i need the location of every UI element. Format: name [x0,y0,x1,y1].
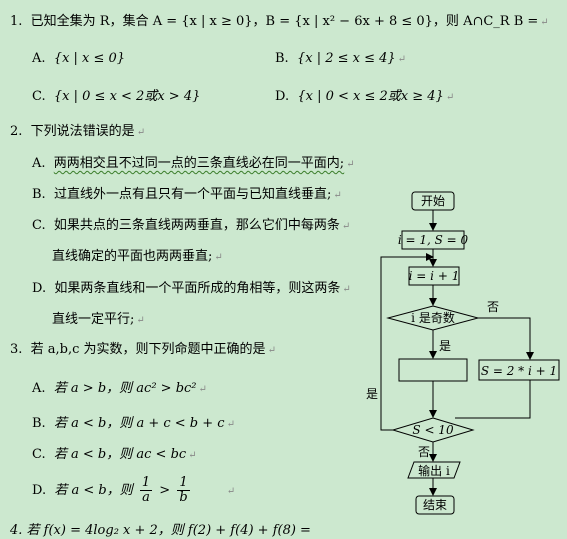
q1-option-a: A. {x | x ≤ 0} [32,51,126,66]
q2-option-c-line2: 直线确定的平面也两两垂直;↵ [52,249,223,264]
q1-stem: 1. 已知全集为 R，集合 A = {x | x ≥ 0}，B = {x | x… [10,14,549,29]
flowchart-init-label: i = 1, S = 0 [398,233,469,247]
q3-option-c: C. 若 a < b，则 ac < bc↵ [32,447,197,462]
q1-option-b: B. {x | 2 ≤ x ≤ 4}↵ [275,51,407,66]
flowchart-yes-label-1: 是 [439,339,451,353]
q1-option-d: D. {x | 0 < x ≤ 2或x ≥ 4}↵ [275,89,455,104]
q2-stem: 2. 下列说法错误的是↵ [10,124,146,139]
flowchart-no-label-2: 否 [418,445,430,459]
flowchart-output-label: 输出 i [418,463,450,478]
q2-option-b: B. 过直线外一点有且只有一个平面与已知直线垂直;↵ [32,187,342,202]
flowchart-assign-label: S = 2 * i + 1 [481,364,557,378]
flowchart-output-box [407,461,461,479]
flowchart-end-box [415,495,455,515]
flowchart-empty-box [398,358,468,382]
flowchart-end-label: 结束 [423,498,447,512]
flowchart-start-label: 开始 [421,194,445,208]
q2-option-c-line1: C. 如果共点的三条直线两两垂直，那么它们中每两条↵ [32,218,351,233]
flowchart-no-label-1: 否 [487,300,499,314]
flowchart: 开始 i = 1, S = 0 i = i + 1 i 是奇数 否 是 S = … [366,191,560,515]
q3-stem: 3. 若 a,b,c 为实数，则下列命题中正确的是↵ [10,342,276,357]
flowchart-assign-box [478,359,560,381]
q1-option-c: C. {x | 0 ≤ x < 2或x > 4} [32,89,201,104]
q2-option-d-line1: D. 如果两条直线和一个平面所成的角相等，则这两条↵ [32,281,351,296]
flowchart-increment-label: i = i + 1 [409,269,460,283]
q2-option-d-line2: 直线一定平行;↵ [52,312,145,327]
flowchart-yes-label-2: 是 [366,387,378,401]
flowchart-increment-box [408,266,460,286]
q4-stem-partial: 4. 若 f(x) = 4log₂ x + 2，则 f(2) + f(4) + … [10,523,311,538]
q3-option-b: B. 若 a < b，则 a + c < b + c↵ [32,416,235,431]
flowchart-sum-check-label: S < 10 [412,423,454,437]
q2-option-a: A. 两两相交且不过同一点的三条直线必在同一平面内;↵ [32,156,355,171]
flowchart-odd-check-label: i 是奇数 [411,310,455,325]
q3-option-a: A. 若 a > b，则 ac² > bc²↵ [32,381,207,396]
